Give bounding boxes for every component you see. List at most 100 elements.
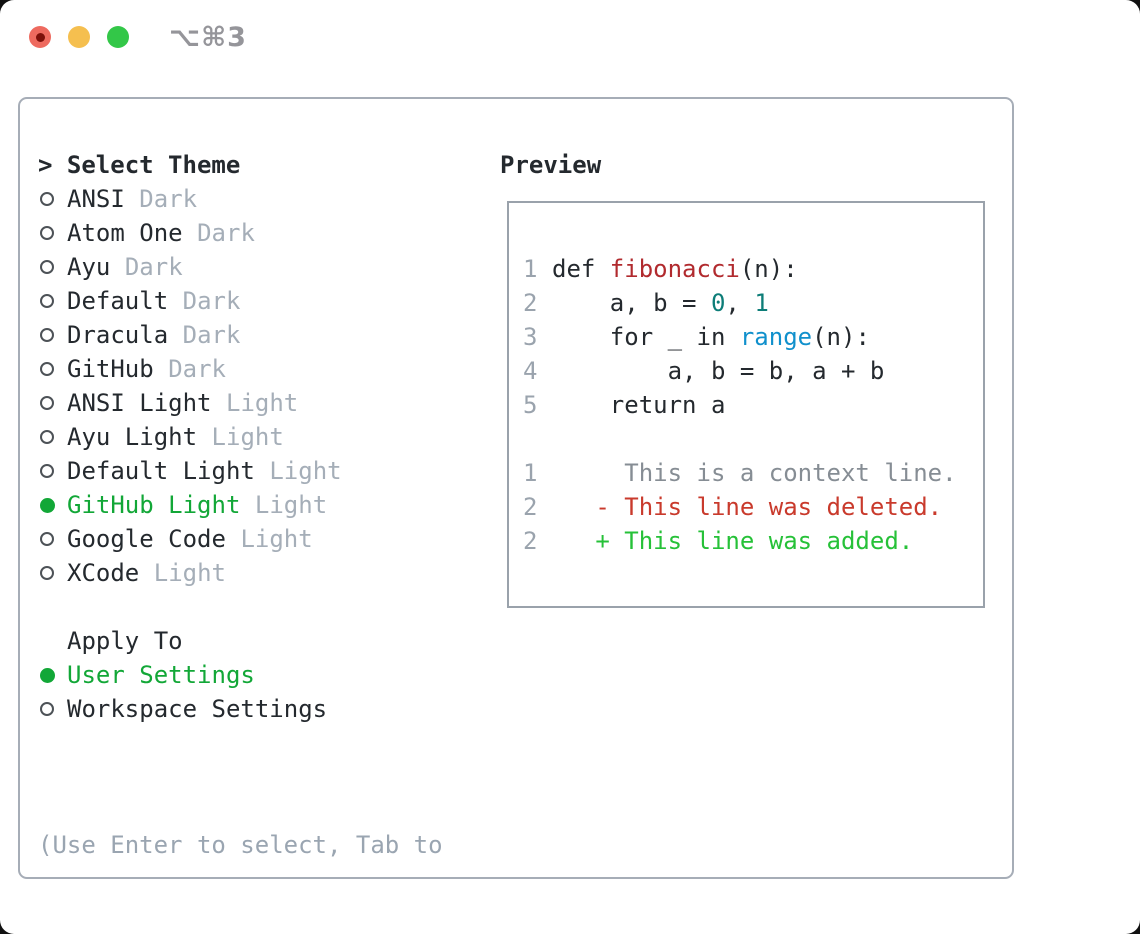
theme-variant-label: Dark	[197, 219, 255, 247]
select-theme-title: Select Theme	[66, 151, 241, 179]
code-token: This is a context line.	[552, 459, 957, 487]
line-number: 2	[523, 289, 538, 317]
theme-option[interactable]: Ayu Light Light	[38, 420, 500, 454]
theme-variant-label: Dark	[182, 321, 241, 349]
traffic-lights	[29, 26, 129, 48]
line-content: a, b = b, a + b	[552, 354, 885, 388]
line-number: 3	[523, 323, 538, 351]
code-line: 2 a, b = 0, 1	[523, 286, 969, 320]
radio-unselected-icon	[40, 294, 54, 308]
spacer	[523, 422, 969, 456]
apply-to-header: Apply To	[38, 624, 500, 658]
theme-variant-label: Light	[153, 559, 226, 587]
option-label: XCode	[67, 559, 140, 587]
radio-unselected-icon	[40, 192, 54, 206]
code-token: fibonacci	[609, 255, 740, 283]
minimize-button-icon[interactable]	[68, 26, 90, 48]
theme-option[interactable]: Default Dark	[38, 284, 500, 318]
option-label: User Settings	[67, 661, 255, 689]
prompt-caret: >	[38, 151, 53, 179]
select-theme-header: > Select Theme	[38, 148, 500, 182]
line-number: 1	[523, 255, 538, 283]
radio-unselected-icon	[40, 260, 54, 274]
code-line: 3 for _ in range(n):	[523, 320, 969, 354]
code-token: (n):	[812, 323, 870, 351]
radio-selected-icon	[40, 497, 55, 513]
theme-variant-label: Light	[226, 389, 299, 417]
theme-option[interactable]: GitHub Light Light	[38, 488, 500, 522]
theme-variant-label: Dark	[139, 185, 198, 213]
theme-option[interactable]: ANSI Dark	[38, 182, 500, 216]
radio-unselected-icon	[40, 430, 54, 444]
code-token: a, b =	[552, 289, 711, 317]
radio-selected-icon	[40, 667, 55, 683]
diff-preview-block: 1 This is a context line. 2 - This line w…	[523, 456, 969, 558]
line-number: 2	[523, 493, 538, 521]
code-token: return a	[552, 391, 726, 419]
option-label: ANSI	[67, 185, 125, 213]
theme-variant-label: Dark	[182, 287, 241, 315]
line-content: - This line was deleted.	[552, 490, 942, 524]
option-label: Ayu	[67, 253, 111, 281]
spacer	[38, 726, 500, 760]
option-label: Default	[67, 287, 169, 315]
code-token: a, b = b, a + b	[552, 357, 885, 385]
theme-variant-label: Light	[240, 525, 313, 553]
option-label: GitHub Light	[67, 491, 241, 519]
line-content: return a	[552, 388, 726, 422]
apply-to-option[interactable]: User Settings	[38, 658, 500, 692]
theme-option[interactable]: Google Code Light	[38, 522, 500, 556]
window-titlebar: ⌥⌘3	[0, 0, 1140, 74]
line-number: 1	[523, 459, 538, 487]
close-button-icon[interactable]	[29, 26, 51, 48]
apply-to-title: Apply To	[67, 627, 183, 655]
radio-unselected-icon	[40, 328, 54, 342]
code-line: 4 a, b = b, a + b	[523, 354, 969, 388]
option-label: Google Code	[67, 525, 226, 553]
code-token: ,	[725, 289, 755, 317]
theme-option[interactable]: GitHub Dark	[38, 352, 500, 386]
line-content: a, b = 0, 1	[552, 286, 769, 320]
radio-unselected-icon	[40, 702, 54, 716]
option-label: Dracula	[67, 321, 169, 349]
line-content: This is a context line.	[552, 456, 957, 490]
code-token: def	[552, 255, 610, 283]
close-dot-icon	[35, 32, 45, 42]
theme-option[interactable]: Dracula Dark	[38, 318, 500, 352]
window-title: ⌥⌘3	[169, 21, 247, 53]
zoom-button-icon[interactable]	[107, 26, 129, 48]
apply-to-option[interactable]: Workspace Settings	[38, 692, 500, 726]
code-token: - This line was deleted.	[552, 493, 943, 521]
theme-variant-label: Dark	[168, 355, 226, 383]
help-line: (Use Enter to select, Tab to	[38, 831, 443, 859]
line-number: 4	[523, 357, 538, 385]
line-content: def fibonacci(n):	[552, 252, 798, 286]
option-label: Ayu Light	[67, 423, 198, 451]
option-label: Workspace Settings	[67, 695, 328, 723]
line-content: + This line was added.	[552, 524, 913, 558]
code-token: + This line was added.	[552, 527, 914, 555]
line-content: for _ in range(n):	[552, 320, 870, 354]
option-label: GitHub	[67, 355, 154, 383]
diff-line: 2 + This line was added.	[523, 524, 969, 558]
theme-option[interactable]: XCode Light	[38, 556, 500, 590]
preview-header: Preview	[500, 148, 994, 182]
radio-unselected-icon	[40, 532, 54, 546]
theme-variant-label: Dark	[124, 253, 183, 281]
theme-option[interactable]: Ayu Dark	[38, 250, 500, 284]
line-number: 5	[523, 391, 538, 419]
theme-variant-label: Light	[211, 423, 284, 451]
radio-unselected-icon	[40, 464, 54, 478]
theme-variant-label: Light	[254, 491, 328, 519]
